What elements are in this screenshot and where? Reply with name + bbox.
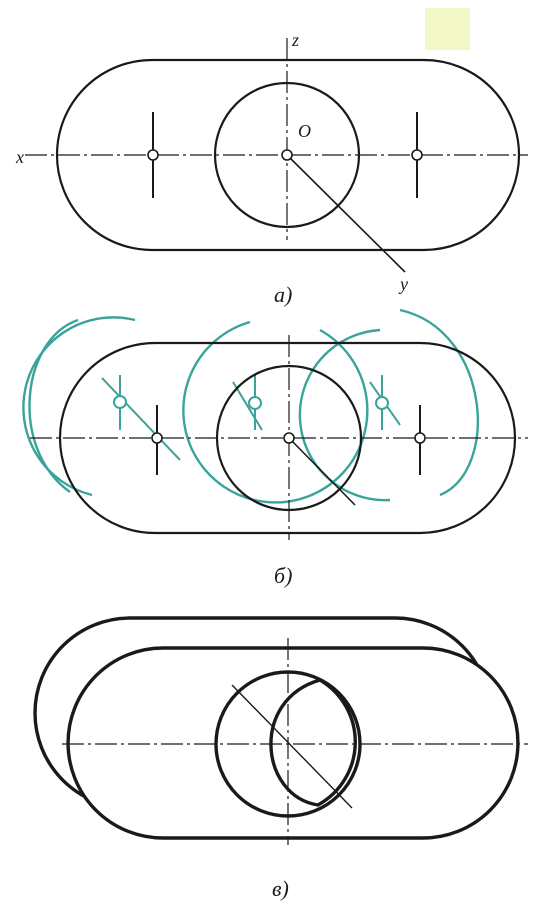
right-aux-point <box>375 396 389 410</box>
middle-aux-line <box>232 381 263 431</box>
caption-c: в) <box>272 876 289 901</box>
slot-outline <box>58 341 517 535</box>
hole-back-arc <box>269 678 357 807</box>
right-center-point <box>411 149 423 161</box>
highlight-patch <box>425 8 470 50</box>
construction-lines <box>101 375 401 461</box>
right-center-point <box>414 432 426 444</box>
left-aux-point <box>113 395 127 409</box>
origin-point <box>283 432 295 444</box>
y-axis-label: y <box>398 274 408 294</box>
right-construction-arc <box>399 308 479 497</box>
z-axis-label: z <box>291 30 299 50</box>
black-geometry <box>30 335 528 540</box>
x-axis-label: x <box>15 147 24 167</box>
figure-c <box>33 616 528 845</box>
figure-a <box>25 38 528 273</box>
left-construction-arc <box>28 318 79 493</box>
front-slot-outline <box>66 646 520 840</box>
left-aux-line <box>101 377 181 461</box>
y-axis <box>286 154 406 273</box>
caption-b: б) <box>274 563 292 588</box>
figure-b <box>22 308 528 540</box>
hole-front-circle <box>214 670 362 818</box>
diagonal-axis <box>231 684 353 809</box>
caption-a: a) <box>274 282 292 307</box>
y-axis <box>288 437 356 506</box>
left-inner-arc <box>22 316 136 497</box>
left-center-point <box>147 149 159 161</box>
origin-point <box>281 149 293 161</box>
construction-arcs <box>22 308 479 504</box>
slot-outline <box>55 58 521 252</box>
left-center-point <box>151 432 163 444</box>
middle-construction-arc <box>182 320 369 504</box>
origin-label: O <box>298 121 311 141</box>
right-inner-arc <box>298 328 391 502</box>
middle-aux-point <box>248 396 262 410</box>
